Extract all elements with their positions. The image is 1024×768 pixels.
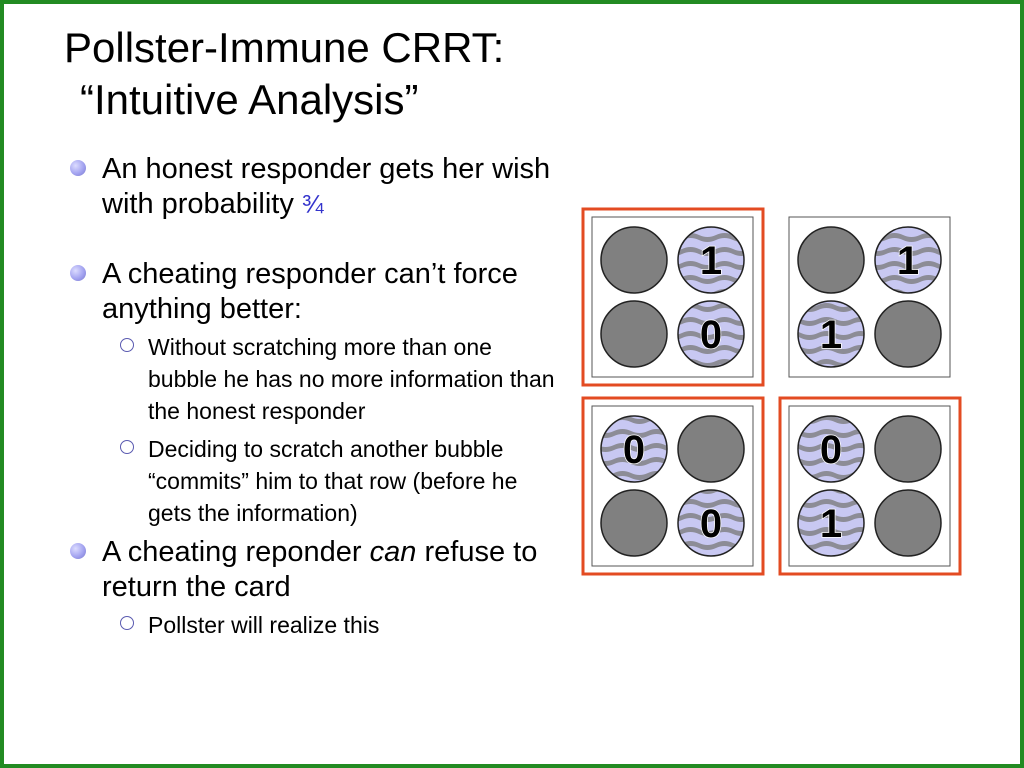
sub-bullet: Without scratching more than one bubble … [66, 331, 566, 427]
bubble-digit: 1 [897, 239, 919, 283]
covered-bubble [797, 226, 865, 294]
bubble-digit: 0 [820, 428, 842, 472]
scratched-bubble [600, 415, 668, 483]
bullet-refuse-return: A cheating reponder can refuse to return… [66, 535, 566, 605]
bubble-digit: 0 [623, 428, 645, 472]
scratch-card: 11 [788, 216, 951, 378]
sub-bullet-ring-icon [120, 338, 134, 352]
sub-bullet: Deciding to scratch another bubble “comm… [66, 433, 566, 529]
scratched-bubble [677, 226, 745, 294]
sub-bullet-text: Deciding to scratch another bubble “comm… [148, 436, 518, 526]
sub-bullet: Pollster will realize this [66, 609, 566, 641]
scratched-bubble [797, 300, 865, 368]
bullet-dot-icon [70, 160, 86, 176]
title-line-2: “Intuitive Analysis” [80, 76, 419, 123]
bullet-text: A cheating reponder [102, 536, 370, 568]
card-highlight-frame [581, 207, 765, 387]
bullet-emphasis: can [369, 536, 417, 568]
scratched-bubble [677, 489, 745, 557]
sub-bullet-text: Without scratching more than one bubble … [148, 334, 555, 424]
scratched-bubble [797, 489, 865, 557]
covered-bubble [677, 415, 745, 483]
sub-bullet-ring-icon [120, 440, 134, 454]
card-highlight-frame [581, 396, 765, 576]
covered-bubble [874, 415, 942, 483]
bubble-digit: 0 [700, 502, 722, 546]
covered-bubble [600, 300, 668, 368]
bullet-honest-responder: An honest responder gets her wish with p… [66, 152, 566, 222]
bubble-digit: 1 [700, 239, 722, 283]
covered-bubble [600, 489, 668, 557]
bullet-text: refuse to return the card [102, 536, 538, 603]
bubble-digit: 1 [820, 502, 842, 546]
title-line-1: Pollster-Immune CRRT: [64, 24, 505, 71]
scratch-card: 01 [778, 396, 962, 576]
scratched-bubble [874, 226, 942, 294]
bullet-cheating-responder: A cheating responder can’t force anythin… [66, 257, 566, 327]
covered-bubble [874, 489, 942, 557]
bubble-digit: 1 [820, 313, 842, 357]
sub-bullet-ring-icon [120, 616, 134, 630]
scratched-bubble [677, 300, 745, 368]
sub-bullet-text: Pollster will realize this [148, 612, 380, 638]
probability-fraction: ¾ [301, 189, 324, 219]
scratch-card: 10 [581, 207, 765, 387]
bullet-list: An honest responder gets her wish with p… [66, 152, 566, 641]
bubble-digit: 0 [700, 313, 722, 357]
bullet-text: An honest responder gets her wish with p… [102, 153, 551, 220]
bullet-text: A cheating responder can’t force anythin… [102, 258, 518, 325]
scratch-card: 00 [581, 396, 765, 576]
card-highlight-frame [778, 396, 962, 576]
covered-bubble [874, 300, 942, 368]
covered-bubble [600, 226, 668, 294]
slide-title: Pollster-Immune CRRT: “Intuitive Analysi… [64, 22, 504, 126]
bullet-dot-icon [70, 543, 86, 559]
bullet-dot-icon [70, 265, 86, 281]
scratched-bubble [797, 415, 865, 483]
